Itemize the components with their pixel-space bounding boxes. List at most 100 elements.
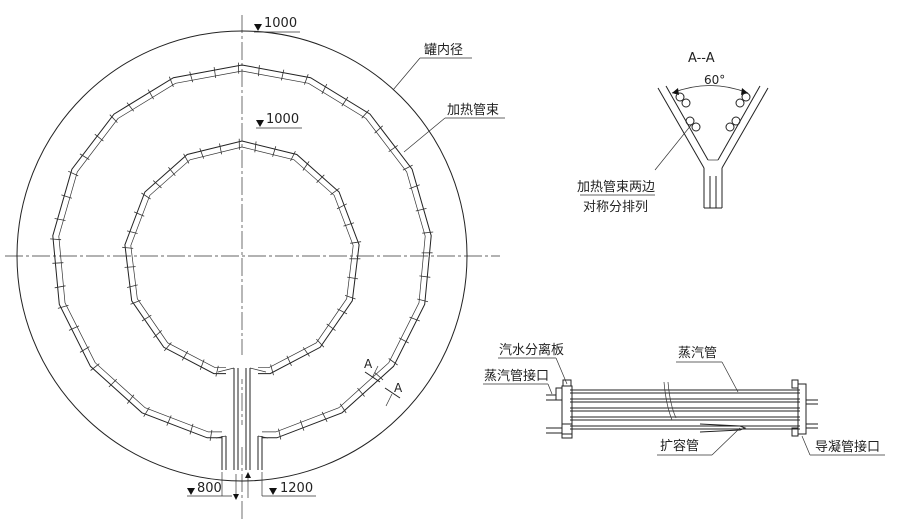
coil-support-tick — [183, 153, 190, 164]
coil-support-tick — [147, 89, 154, 100]
section-note-callout: 加热管束两边 对称分排列 — [577, 123, 693, 215]
tank-shell-circle — [16, 30, 468, 482]
condensate-label: 导凝管接口 — [815, 439, 880, 455]
coil-support-tick — [254, 141, 257, 153]
coil-support-tick — [143, 406, 150, 417]
inner-heating-coil — [124, 140, 360, 375]
callout-condensate: 导凝管接口 — [801, 435, 885, 456]
inner-coil-gap — [226, 355, 258, 379]
coil-support-tick — [388, 358, 398, 366]
elevation-marker-right: 1200 — [261, 472, 316, 497]
section-note-line1: 加热管束两边 — [577, 180, 655, 195]
elevation-triangle-icon — [269, 488, 277, 495]
left-header — [546, 379, 573, 439]
elevation-marker-inner: 1000 — [256, 112, 302, 129]
elevation-outer-text: 1000 — [264, 16, 297, 31]
coil-support-tick — [258, 65, 260, 77]
coil-support-tick — [94, 133, 104, 142]
coil-support-tick — [388, 145, 398, 153]
tube-bundle-circles — [675, 92, 751, 132]
coil-support-tick — [213, 67, 217, 79]
coil-support-tick — [166, 415, 172, 426]
callout-steam-pipe: 蒸汽管 — [676, 346, 739, 393]
coil-support-tick — [344, 295, 356, 300]
coil-support-tick — [361, 109, 370, 119]
coil-support-tick — [141, 314, 152, 322]
coil-support-tick — [79, 346, 90, 353]
section-cut-marker: A A — [364, 357, 403, 407]
coil-support-tick — [168, 76, 174, 88]
coil-support-tick — [357, 387, 365, 397]
coil-support-tick — [302, 161, 310, 171]
coil-support-tick — [286, 355, 292, 366]
coil-support-tick — [270, 364, 274, 376]
coil-support-tick — [209, 429, 213, 441]
coil-support-tick — [50, 238, 62, 241]
coil-support-tick — [57, 304, 69, 309]
section-mark-bottom: A — [394, 381, 403, 395]
coil-support-tick — [419, 275, 431, 278]
coil-support-tick — [54, 285, 66, 289]
coil-support-tick — [316, 174, 325, 183]
coil-support-tick — [417, 298, 429, 303]
coil-support-tick — [133, 211, 145, 217]
coil-support-tick — [272, 146, 277, 157]
coil-support-tick — [336, 203, 347, 210]
expansion-pipe — [663, 381, 747, 433]
coil-support-tick — [330, 187, 340, 196]
coil-support-tick — [108, 378, 117, 388]
elevation-right-text: 1200 — [280, 481, 313, 496]
section-title: A--A — [688, 51, 715, 66]
coil-support-tick — [52, 262, 64, 264]
section-a-a-view: A--A 60° — [577, 51, 769, 215]
plan-view: 1000 1000 800 1200 罐内径 加热管束 — [5, 15, 505, 522]
coil-support-tick — [68, 170, 79, 177]
coil-support-tick — [68, 325, 80, 331]
callout-expansion: 扩容管 — [657, 427, 741, 456]
coil-support-tick — [153, 330, 162, 338]
section-mark-top: A — [364, 357, 373, 371]
coil-support-tick — [374, 372, 384, 381]
flow-arrows — [233, 472, 251, 500]
coil-support-tick — [409, 316, 420, 322]
separator-label: 汽水分离板 — [499, 342, 564, 358]
elevation-triangle-icon — [254, 24, 262, 31]
coil-support-tick — [316, 338, 325, 348]
expansion-label: 扩容管 — [660, 438, 699, 454]
coil-support-tick — [54, 218, 66, 221]
coil-support-tick — [339, 403, 347, 414]
elevation-triangle-icon — [187, 488, 195, 495]
coil-support-tick — [122, 246, 134, 249]
callout-separator: 汽水分离板 — [498, 342, 568, 385]
coil-support-tick — [189, 71, 194, 83]
callout-steam-inlet: 蒸汽管接口 — [483, 368, 553, 395]
coil-support-tick — [127, 284, 138, 288]
section-note-line2: 对称分排列 — [583, 200, 648, 215]
elevation-marker-left: 800 — [187, 472, 232, 497]
coil-support-tick — [347, 276, 359, 280]
coil-support-tick — [409, 184, 420, 190]
elevation-left-text: 800 — [197, 481, 222, 496]
coil-support-tick — [337, 308, 348, 315]
coil-support-tick — [130, 299, 141, 305]
coil-support-tick — [341, 96, 349, 107]
elevation-marker-outer: 1000 — [254, 16, 300, 33]
coil-support-tick — [168, 166, 176, 176]
steam-tube-bank — [570, 389, 800, 430]
coil-support-tick — [281, 69, 285, 81]
section-angle: 60° — [704, 73, 725, 87]
coil-support-tick — [402, 164, 413, 171]
v-support-bracket — [657, 85, 769, 209]
tank-diameter-label: 罐内径 — [424, 42, 463, 58]
coil-support-tick — [124, 266, 136, 268]
coil-support-tick — [302, 347, 310, 357]
coil-support-tick — [415, 208, 427, 212]
callout-tube-bundle: 加热管束 — [403, 103, 505, 153]
coil-support-tick — [126, 230, 138, 234]
coil-support-tick — [199, 359, 205, 370]
coil-support-tick — [61, 194, 73, 199]
coil-support-tick — [304, 74, 309, 85]
coil-support-tick — [321, 411, 328, 422]
coil-support-tick — [374, 125, 383, 134]
